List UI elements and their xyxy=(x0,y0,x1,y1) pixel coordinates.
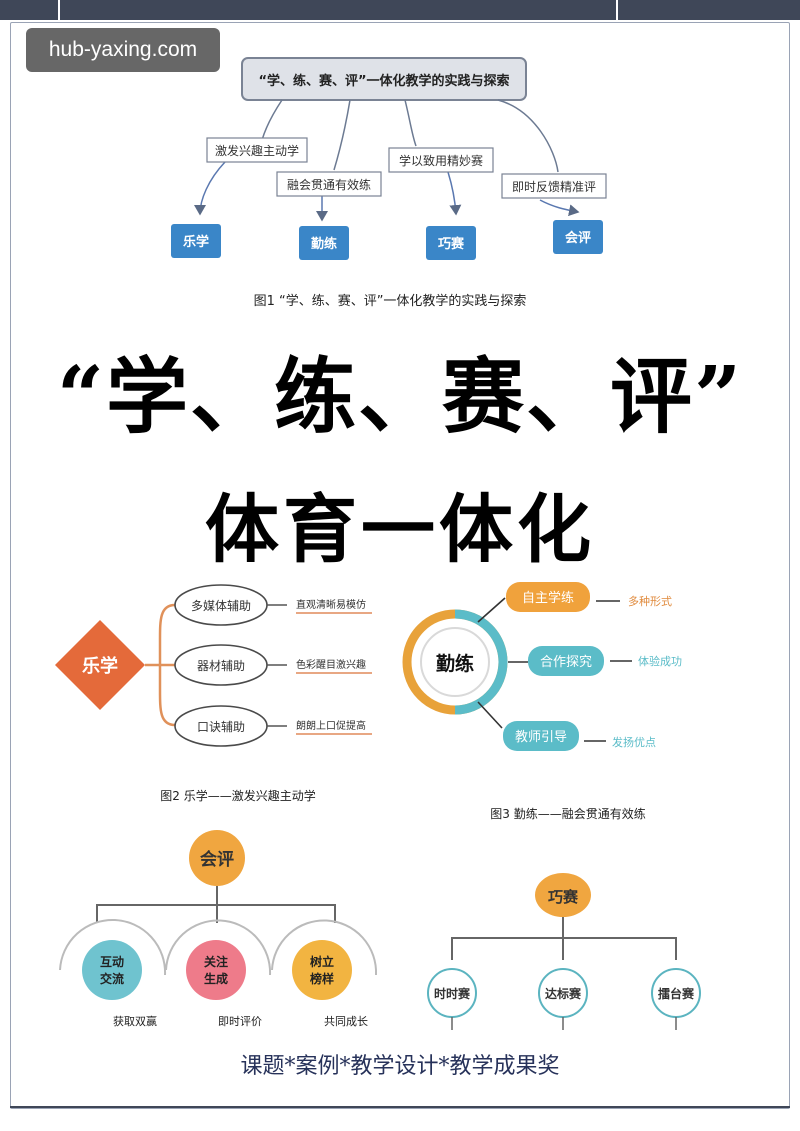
fig4-child-line: 关注 xyxy=(204,954,228,969)
fig1-branch-box xyxy=(206,137,308,163)
fig2-center-diamond xyxy=(55,620,145,710)
fig1-branch-box xyxy=(276,171,382,197)
top-bar-divider xyxy=(58,0,60,20)
fig2-note: 朗朗上口促提高 xyxy=(296,719,366,732)
fig5-root-circle xyxy=(535,873,591,917)
fig4-child-line: 生成 xyxy=(204,971,228,986)
fig3-note: 多种形式 xyxy=(628,594,672,608)
fig4-child-circle xyxy=(186,940,246,1000)
fig1-branch-label: 融会贯通有效练 xyxy=(287,177,371,192)
fig3-item-label: 自主学练 xyxy=(522,590,574,606)
fig1-title-box xyxy=(241,57,527,101)
fig4-child-line: 交流 xyxy=(100,971,124,986)
fig5-child-label: 擂台赛 xyxy=(658,986,695,1001)
fig2: 乐学 多媒体辅助 器材辅助 口诀辅助 直观清晰易模仿 色彩醒目激兴趣 朗朗上口促… xyxy=(55,584,372,803)
fig5-child-label: 时时赛 xyxy=(434,986,471,1001)
fig2-center-label: 乐学 xyxy=(82,655,118,677)
fig5-child-label: 达标赛 xyxy=(545,986,582,1001)
fig3-item-label: 教师引导 xyxy=(515,729,567,745)
fig1-branch-label: 激发兴趣主动学 xyxy=(215,143,299,158)
fig1-caption: 图1 “学、练、赛、评”一体化教学的实践与探索 xyxy=(254,293,527,309)
fig4-child-line: 树立 xyxy=(310,954,334,969)
fig4-child-line: 榜样 xyxy=(310,971,334,986)
fig1-branch-label: 即时反馈精准评 xyxy=(512,180,596,194)
fig1-node-label: 巧赛 xyxy=(438,236,465,252)
fig1-branch-box xyxy=(501,173,607,199)
fig1-node xyxy=(426,226,476,260)
fig1-node-label: 勤练 xyxy=(311,236,337,252)
fig4-note: 即时评价 xyxy=(218,1015,262,1028)
fig4-child-circle xyxy=(82,940,142,1000)
headline-line2: 体育一体化 xyxy=(205,487,595,573)
fig3-note: 发扬优点 xyxy=(612,735,656,749)
fig4-child-line: 互动 xyxy=(100,955,124,969)
fig3-item-label: 合作探究 xyxy=(540,655,592,670)
footer-text: 课题*案例*教学设计*教学成果奖 xyxy=(240,1054,560,1079)
fig2-note: 色彩醒目激兴趣 xyxy=(296,658,366,671)
fig4: 会评 互动 交流 获取双赢 关注 生成 即时评价 树立 榜样 共同成长 xyxy=(59,830,378,1028)
fig3: 勤练 自主学练 合作探究 教师引导 多种形式 体验成功 发扬优点 图3 勤练——… xyxy=(402,582,682,821)
fig3-note: 体验成功 xyxy=(638,654,682,668)
fig5-root-label: 巧赛 xyxy=(548,888,579,906)
fig1-node-label: 会评 xyxy=(565,230,591,246)
fig4-root-circle xyxy=(189,830,245,886)
fig1: “学、练、赛、评”一体化教学的实践与探索 激发兴趣主动学 融会贯通有效练 学以致… xyxy=(171,57,607,309)
top-bar xyxy=(0,0,800,20)
top-bar-divider xyxy=(616,0,618,20)
fig3-center-label: 勤练 xyxy=(436,652,474,675)
fig1-node xyxy=(553,220,603,254)
fig2-item-label: 多媒体辅助 xyxy=(191,599,251,613)
fig2-item-label: 器材辅助 xyxy=(197,659,245,673)
fig3-item-pill xyxy=(528,646,604,676)
fig1-title-text: “学、练、赛、评”一体化教学的实践与探索 xyxy=(258,73,509,89)
fig4-root-label: 会评 xyxy=(200,849,234,870)
watermark-badge: hub-yaxing.com xyxy=(26,28,220,72)
fig4-note: 共同成长 xyxy=(324,1015,368,1028)
fig4-note: 获取双赢 xyxy=(113,1014,157,1028)
fig1-branch-box xyxy=(388,147,494,173)
fig3-caption: 图3 勤练——融会贯通有效练 xyxy=(490,806,645,821)
headline-line1: “学、练、赛、评” xyxy=(56,349,744,445)
bottom-line xyxy=(10,1106,790,1108)
fig3-item-pill xyxy=(503,721,579,751)
fig4-child-circle xyxy=(292,940,352,1000)
fig2-note: 直观清晰易模仿 xyxy=(296,598,366,611)
fig1-node xyxy=(171,224,221,258)
fig3-item-pill xyxy=(506,582,590,612)
page-frame xyxy=(10,22,790,1109)
fig1-branch-label: 学以致用精妙赛 xyxy=(399,153,483,168)
fig5: 巧赛 时时赛 达标赛 擂台赛 xyxy=(427,873,701,1030)
fig2-item-label: 口诀辅助 xyxy=(197,720,245,734)
fig1-node-label: 乐学 xyxy=(183,234,209,250)
fig1-node xyxy=(299,226,349,260)
fig2-caption: 图2 乐学——激发兴趣主动学 xyxy=(160,788,315,803)
